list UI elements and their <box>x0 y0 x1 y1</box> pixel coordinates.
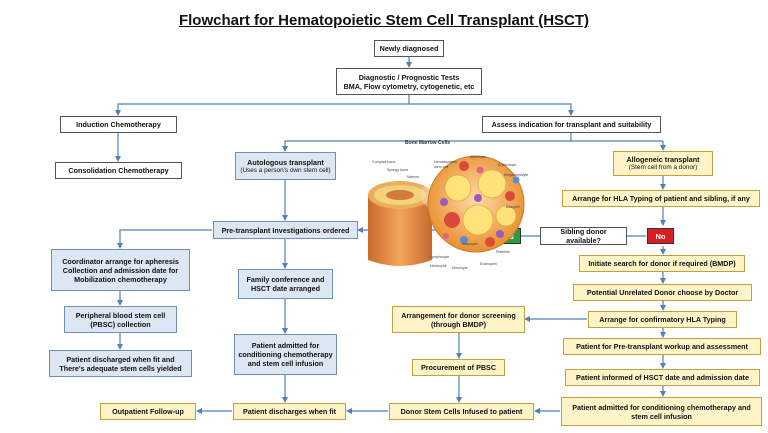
node-hla-sibling: Arrange for HLA Typing of patient and si… <box>562 190 760 207</box>
label-megakaryocyte: Megakaryocyte <box>504 173 529 177</box>
node-induction: Induction Chemotherapy <box>60 116 177 133</box>
node-label: Patient discharges when fit <box>242 407 337 416</box>
node-discharged-yield: Patient discharged when fit and There's … <box>49 350 192 377</box>
node-sibling-question: Sibling donor available? <box>540 227 627 245</box>
node-workup: Patient for Pre-transplant workup and as… <box>563 338 761 355</box>
node-label: Allogeneic transplant <box>626 155 700 164</box>
node-label: Patient admitted for conditioning chemot… <box>572 402 751 421</box>
node-label: Arrange for confirmatory HLA Typing <box>599 315 726 324</box>
node-label: Pre-transplant Investigations ordered <box>221 225 350 235</box>
label-basophil: Basophil <box>506 205 520 209</box>
node-label: Potential Unrelated Donor choose by Doct… <box>586 288 739 297</box>
node-search-donor: Initiate search for donor if required (B… <box>579 255 745 272</box>
node-allogeneic: Allogeneic transplant (Stem cell from a … <box>613 151 713 176</box>
label-marrow: Marrow <box>407 175 419 179</box>
node-discharges-fit: Patient discharges when fit <box>233 403 346 420</box>
node-coordinator: Coordinator arrange for apheresis Collec… <box>51 249 190 291</box>
node-autologous: Autologous transplant (Uses a person's o… <box>235 152 336 180</box>
no-badge: No <box>647 228 674 244</box>
node-label: Induction Chemotherapy <box>76 120 161 129</box>
label-erythrocyte: Erythrocyte <box>498 163 517 167</box>
label-neutrophil: Neutrophil <box>430 264 447 268</box>
label-stem-cell: stem cell <box>434 165 449 169</box>
node-label: Procurement of PBSC <box>420 363 497 372</box>
node-label: Family conference and HSCT date arranged <box>246 275 325 293</box>
node-label: Sibling donor available? <box>560 227 607 245</box>
node-admitted-allo: Patient admitted for conditioning chemot… <box>561 397 762 426</box>
label-myelocyte: Myelocyte <box>470 155 487 159</box>
node-label: Newly diagnosed <box>379 44 439 53</box>
node-donor-screening: Arrangement for donor screening (through… <box>392 306 525 333</box>
node-label: Donor Stem Cells Infused to patient <box>400 407 523 416</box>
bone-marrow-illustration <box>368 155 525 266</box>
node-label: Patient informed of HSCT date and admiss… <box>576 373 749 382</box>
node-assess: Assess indication for transplant and sui… <box>482 116 661 133</box>
page-title: Flowchart for Hematopoietic Stem Cell Tr… <box>178 12 590 29</box>
node-label: Arrange for HLA Typing of patient and si… <box>572 194 750 203</box>
node-label: Diagnostic / Prognostic Tests <box>358 72 460 82</box>
node-pbsc-collection: Peripheral blood stem cell (PBSC) collec… <box>64 306 177 333</box>
illustration-title: Bone Marrow Cells <box>405 140 451 146</box>
node-label: Initiate search for donor if required (B… <box>588 259 736 268</box>
node-label: Assess indication for transplant and sui… <box>491 120 652 129</box>
node-label: Arrangement for donor screening (through… <box>401 310 516 329</box>
node-newly-diagnosed: Newly diagnosed <box>374 40 444 57</box>
node-label: Peripheral blood stem cell (PBSC) collec… <box>75 310 166 329</box>
node-pretransplant: Pre-transplant Investigations ordered <box>213 221 358 239</box>
node-procurement: Procurement of PBSC <box>412 359 505 376</box>
node-label: Outpatient Follow-up <box>112 407 184 416</box>
node-sublabel: BMA, Flow cytometry, cytogenetic, etc <box>343 81 475 91</box>
label-eosinophil: Eosinophil <box>480 262 497 266</box>
label-hematopoietic: Hematopoietic <box>434 160 457 164</box>
node-outpatient: Outpatient Follow-up <box>100 403 196 420</box>
label-monocyte: Monocyte <box>452 266 468 270</box>
node-sublabel: (Uses a person's own stem cell) <box>240 166 331 174</box>
node-label: Patient admitted for conditioning chemot… <box>238 341 333 368</box>
node-diagnostic-tests: Diagnostic / Prognostic Tests BMA, Flow … <box>336 68 482 95</box>
node-confirm-hla: Arrange for confirmatory HLA Typing <box>588 311 737 328</box>
label-adipocyte: Adipocyte <box>462 242 478 246</box>
node-consolidation: Consolidation Chemotherapy <box>55 162 182 179</box>
node-admitted-auto: Patient admitted for conditioning chemot… <box>234 334 337 375</box>
node-label: Autologous transplant <box>247 157 324 167</box>
node-label: Consolidation Chemotherapy <box>68 166 169 175</box>
label-platelets: Platelets <box>496 250 510 254</box>
node-label: Coordinator arrange for apheresis Collec… <box>62 256 179 284</box>
node-label: Patient for Pre-transplant workup and as… <box>576 342 748 351</box>
node-sublabel: (Stem cell from a donor) <box>628 164 698 171</box>
node-donor-infused: Donor Stem Cells Infused to patient <box>389 403 534 420</box>
label-lymphocyte: Lymphocyte <box>430 255 450 259</box>
label-compact-bone: Compact bone <box>372 160 396 164</box>
node-label: Patient discharged when fit and There's … <box>59 354 182 373</box>
node-informed: Patient informed of HSCT date and admiss… <box>565 369 760 386</box>
node-family-conference: Family conference and HSCT date arranged <box>238 269 333 299</box>
label-spongy-bone: Spongy bone <box>387 168 409 172</box>
node-unrelated-donor: Potential Unrelated Donor choose by Doct… <box>573 284 752 301</box>
